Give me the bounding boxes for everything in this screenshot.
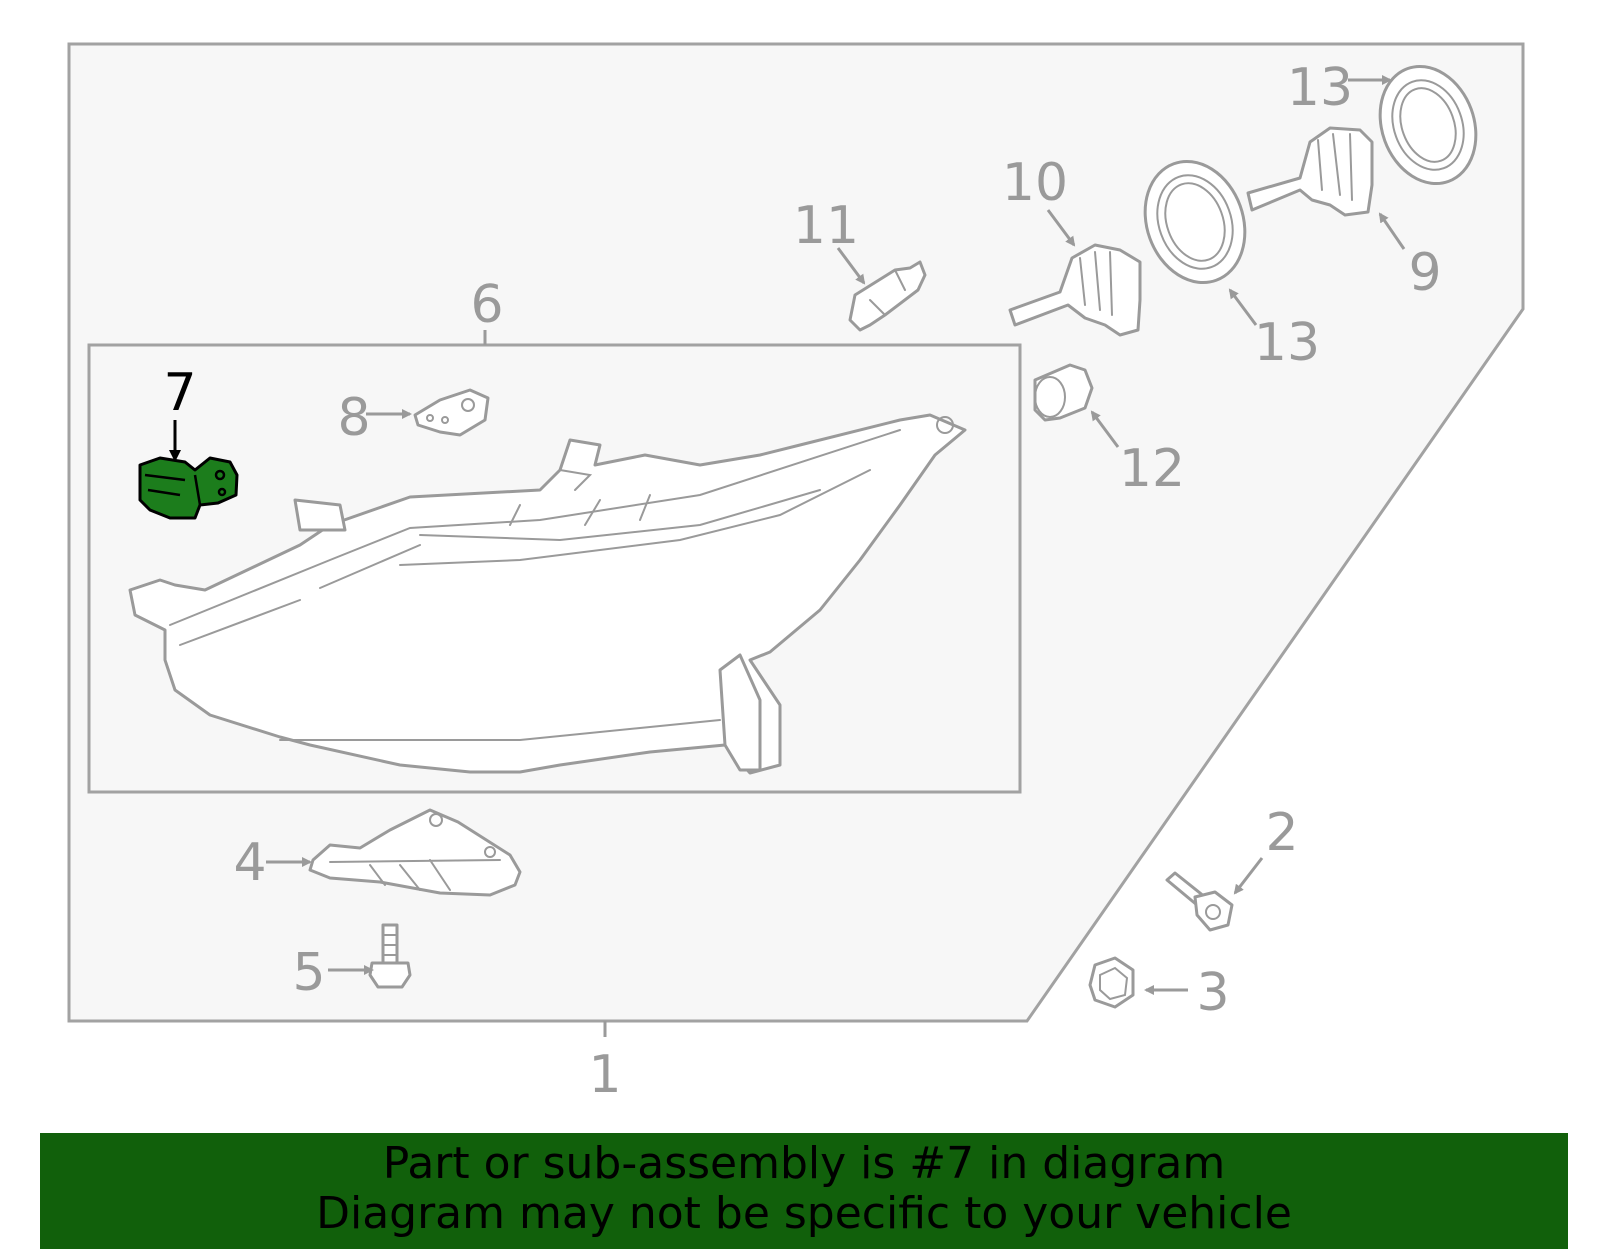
- part-13-seal-upper: [1378, 64, 1478, 186]
- banner-line-2: Diagram may not be specific to your vehi…: [316, 1188, 1292, 1239]
- part-4-bracket: [308, 808, 522, 897]
- leader-12: [1090, 410, 1120, 448]
- part-3-nut: [1088, 956, 1135, 1009]
- callout-7: 7: [163, 363, 196, 423]
- part-9-bulb: [1246, 126, 1374, 217]
- headlamp-housing: [128, 413, 967, 775]
- callout-1: 1: [588, 1045, 621, 1105]
- part-7-highlighted: [138, 456, 239, 520]
- callout-13-lower: 13: [1254, 313, 1320, 373]
- callout-12: 12: [1119, 439, 1185, 499]
- callout-8: 8: [337, 388, 370, 448]
- callout-3: 3: [1196, 963, 1229, 1023]
- leader-10: [1046, 209, 1076, 247]
- callout-5: 5: [292, 943, 325, 1003]
- part-2-bolt: [1165, 871, 1234, 932]
- callout-9: 9: [1408, 243, 1441, 303]
- callout-10: 10: [1002, 153, 1068, 213]
- leader-9: [1378, 212, 1406, 250]
- banner-line-1: Part or sub-assembly is #7 in diagram: [382, 1138, 1226, 1189]
- leader-2: [1233, 857, 1264, 895]
- part-12-socket: [1033, 363, 1094, 422]
- part-13-seal-lower: [1143, 159, 1247, 285]
- leader-13-lower: [1228, 288, 1258, 326]
- callout-13-upper: 13: [1287, 58, 1353, 118]
- callout-11: 11: [793, 196, 859, 256]
- callout-4: 4: [233, 833, 266, 893]
- callout-2: 2: [1265, 803, 1298, 863]
- part-5-bolt: [368, 923, 412, 989]
- part-11-bulb: [848, 260, 927, 332]
- info-banner: Part or sub-assembly is #7 in diagram Di…: [40, 1133, 1568, 1249]
- leader-11: [836, 247, 866, 285]
- part-10-bulb: [1008, 243, 1142, 337]
- callout-6: 6: [470, 275, 503, 335]
- part-8-bracket: [413, 388, 490, 437]
